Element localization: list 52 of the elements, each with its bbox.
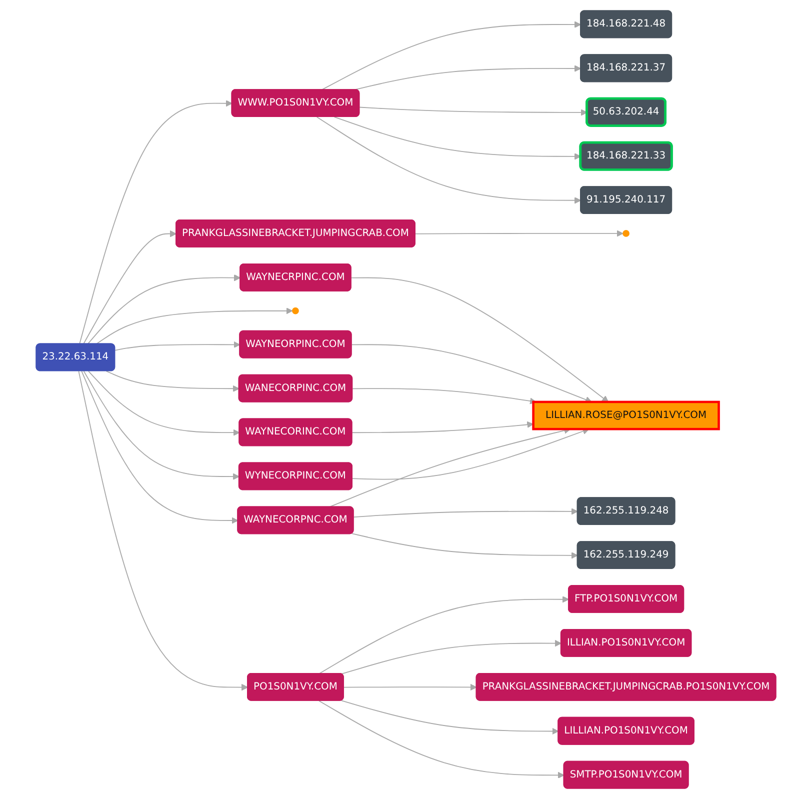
domain-node: WYNECORPINC.COM <box>238 462 352 490</box>
circle-node <box>622 230 629 237</box>
arrow <box>86 274 240 344</box>
arrow <box>82 230 176 344</box>
arrow <box>78 370 248 691</box>
domain-node: WAYNECORPNC.COM <box>236 506 354 534</box>
arrow <box>114 341 240 351</box>
circle-node <box>292 307 298 314</box>
domain-node: PO1S0N1VY.COM <box>246 672 344 701</box>
arrow <box>351 421 534 434</box>
domain-node: WAYNECORINC.COM <box>238 418 352 446</box>
domain-node: PRANKGLASSINEBRACKET.JUMPINGCRAB.PO1S0N1VY.COM <box>475 672 776 701</box>
arrow <box>352 428 589 480</box>
arrow <box>333 116 581 160</box>
domain-node: ILLIAN.PO1S0N1VY.COM <box>560 629 692 657</box>
ip-address-node: 184.168.221.33 <box>578 141 672 171</box>
ip-address-node: 162.255.119.248 <box>576 497 675 526</box>
arrow <box>352 508 578 518</box>
email-node: LILLIAN.ROSE@PO1S0N1VY.COM <box>532 400 720 430</box>
arrow <box>350 344 592 403</box>
ip-address-node: 50.63.202.44 <box>585 97 666 127</box>
arrow <box>78 100 232 344</box>
arrow <box>358 106 587 116</box>
ip-address-node: 23.22.63.114 <box>35 343 115 372</box>
arrow <box>105 370 239 392</box>
arrow <box>316 116 581 204</box>
arrow <box>342 684 476 691</box>
domain-node: WWW.PO1S0N1VY.COM <box>230 89 360 117</box>
arrow <box>414 230 623 237</box>
arrow <box>80 370 238 524</box>
ip-address-node: 184.168.221.48 <box>580 10 672 38</box>
arrow <box>350 277 608 402</box>
arrow <box>88 370 240 436</box>
domain-node: LILLIAN.PO1S0N1VY.COM <box>557 716 694 745</box>
arrow <box>318 700 564 779</box>
ip-address-node: 162.255.119.249 <box>576 541 675 569</box>
arrow <box>95 308 292 344</box>
domain-node: WAYNEORPINC.COM <box>238 330 352 358</box>
arrow <box>340 700 558 735</box>
domain-node: WAYNECRPINC.COM <box>239 263 351 292</box>
ip-address-node: 184.168.221.37 <box>580 54 672 82</box>
domain-node: PRANKGLASSINEBRACKET.JUMPINGCRAB.COM <box>175 220 415 248</box>
arrow <box>350 533 578 559</box>
domain-node: WANECORPINC.COM <box>238 374 352 402</box>
arrow <box>352 388 536 404</box>
arrow <box>340 640 561 674</box>
arrow <box>318 596 569 674</box>
arrow <box>82 370 239 480</box>
domain-node: FTP.PO1S0N1VY.COM <box>568 585 684 613</box>
domain-node: SMTP.PO1S0N1VY.COM <box>562 760 688 789</box>
arrow <box>320 21 581 90</box>
ip-address-node: 91.195.240.117 <box>580 186 672 214</box>
